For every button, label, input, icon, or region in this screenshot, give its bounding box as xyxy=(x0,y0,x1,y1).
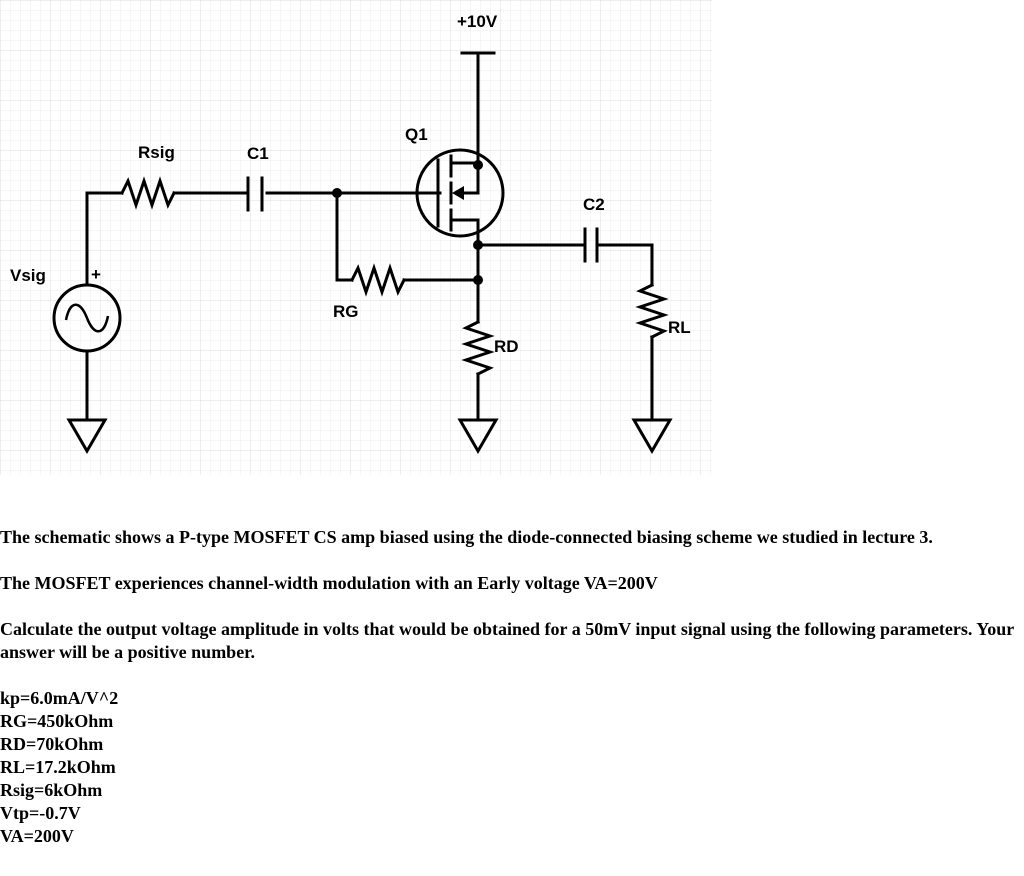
parameter-item: Rsig=6kOhm xyxy=(0,780,103,800)
ground-rl xyxy=(631,418,673,454)
c1-label: C1 xyxy=(247,144,269,163)
supply-label: +10V xyxy=(457,12,498,31)
grid-background xyxy=(0,0,712,475)
drain-junction xyxy=(473,240,483,250)
parameter-list: kp=6.0mA/V^2 RG=450kOhm RD=70kOhm RL=17.… xyxy=(0,687,1024,848)
early-voltage-paragraph: The MOSFET experiences channel-width mod… xyxy=(0,573,658,593)
circuit-schematic: +10V Vsig + Rsig C1 RG xyxy=(0,0,712,475)
c2-label: C2 xyxy=(583,195,605,214)
supply-rail xyxy=(460,51,496,165)
rl-label: RL xyxy=(668,318,691,337)
problem-text: The schematic shows a P-type MOSFET CS a… xyxy=(0,526,1024,848)
parameter-item: Vtp=-0.7V xyxy=(0,803,81,823)
ground-vsig xyxy=(66,349,108,454)
intro-paragraph: The schematic shows a P-type MOSFET CS a… xyxy=(0,527,933,547)
parameter-item: kp=6.0mA/V^2 xyxy=(0,688,119,708)
q1-label: Q1 xyxy=(405,125,428,144)
rg-label: RG xyxy=(333,302,359,321)
ground-rd xyxy=(457,418,499,454)
parameter-item: RL=17.2kOhm xyxy=(0,757,116,777)
c2-capacitor xyxy=(583,227,599,263)
parameter-item: VA=200V xyxy=(0,826,74,846)
rd-resistor xyxy=(461,319,495,422)
c1-capacitor xyxy=(246,176,264,212)
rsig-label: Rsig xyxy=(138,143,175,162)
parameter-item: RD=70kOhm xyxy=(0,734,104,754)
vsig-label: Vsig xyxy=(10,266,46,285)
gate-junction xyxy=(332,188,342,198)
source-junction xyxy=(473,160,483,170)
rg-resistor xyxy=(335,191,480,297)
rl-resistor xyxy=(635,282,669,422)
rd-label: RD xyxy=(494,337,519,356)
question-paragraph: Calculate the output voltage amplitude i… xyxy=(0,619,1014,662)
rg-junction xyxy=(473,275,483,285)
input-wire xyxy=(85,176,442,287)
parameter-item: RG=450kOhm xyxy=(0,711,114,731)
vsig-plus-label: + xyxy=(91,265,101,284)
